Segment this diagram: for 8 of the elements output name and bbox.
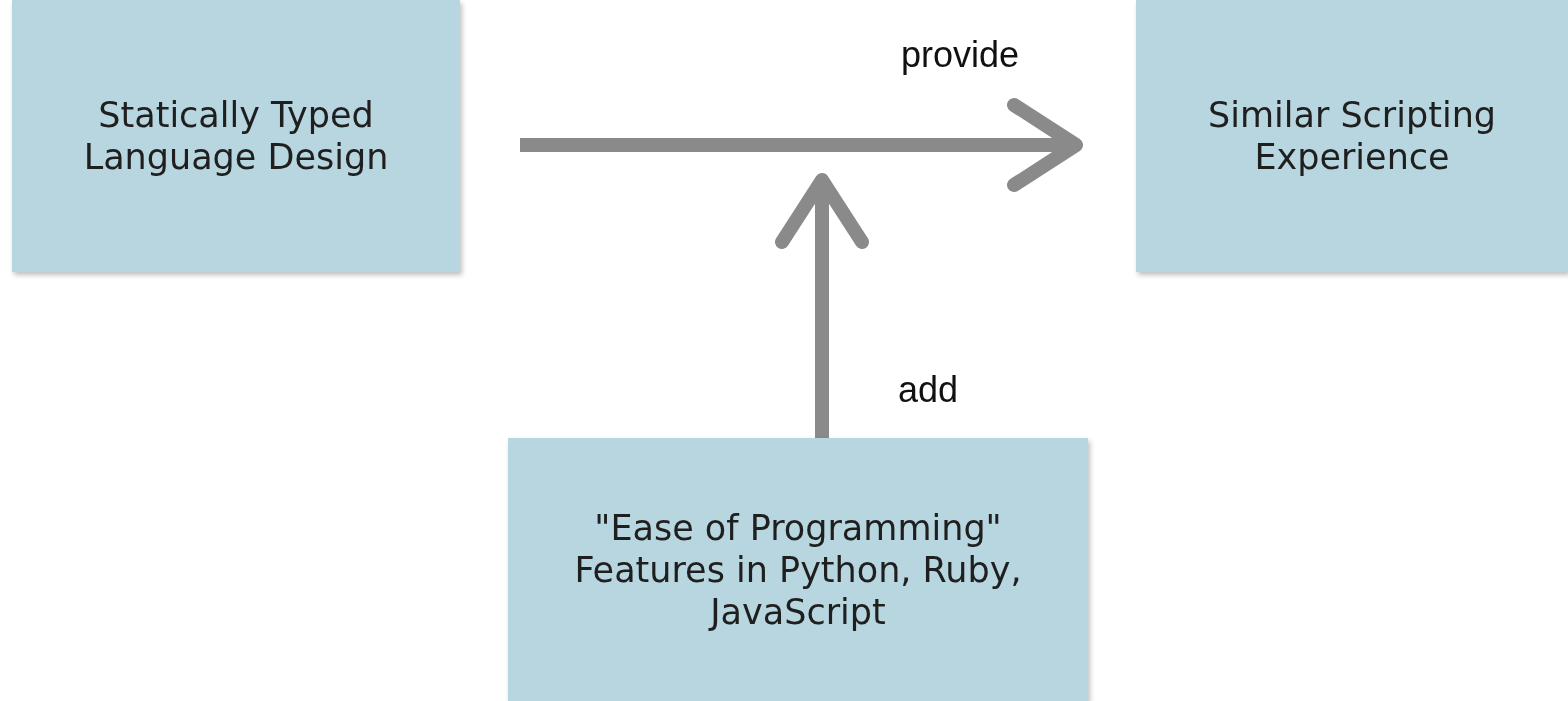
- process-box: [508, 438, 1088, 701]
- arrow: [520, 98, 1083, 192]
- process-box: [12, 0, 460, 272]
- box-text: Similar Scripting Experience: [1206, 94, 1498, 178]
- box-text: "Ease of Programming" Features in Python, Ruby, JavaScript: [573, 506, 1023, 633]
- box-text: Statically Typed Language Design: [82, 94, 390, 178]
- process-box: [1136, 0, 1568, 272]
- arrow: [775, 173, 869, 438]
